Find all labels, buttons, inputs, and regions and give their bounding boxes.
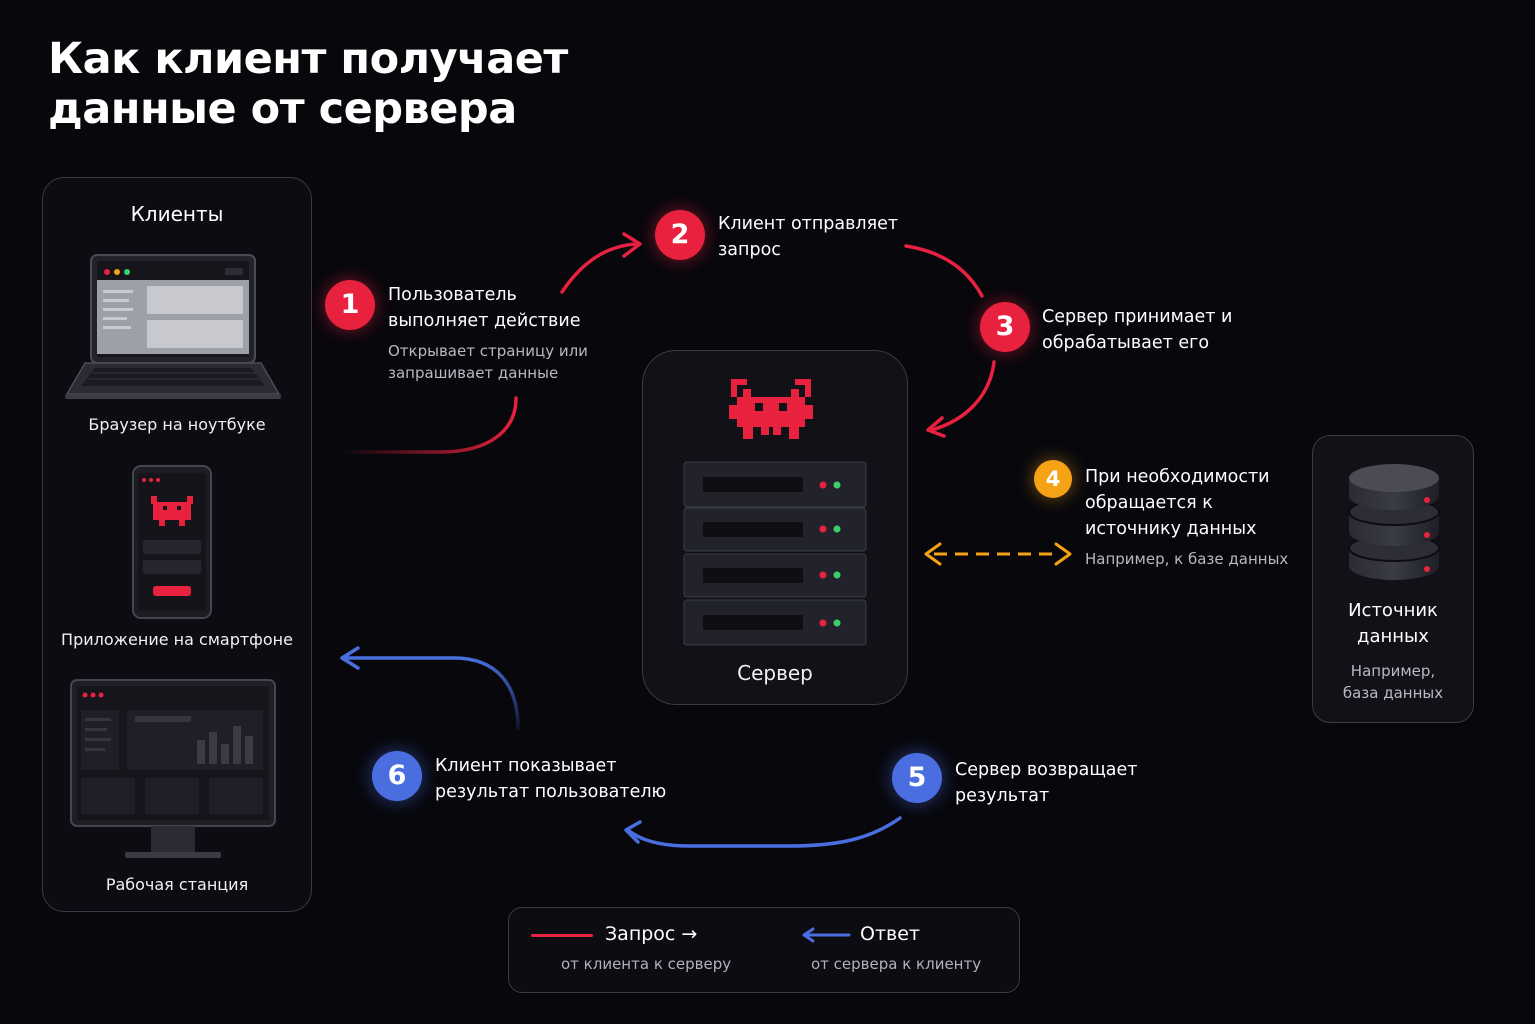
- arrow-left-icon: [802, 927, 851, 943]
- step-1-text: Пользователь выполняет действие: [388, 285, 581, 331]
- laptop-label: Браузер на ноутбуке: [88, 415, 266, 434]
- legend: Запрос → от клиента к серверу Ответ от с…: [508, 907, 1020, 993]
- request-arrow-client-out: [338, 396, 518, 454]
- step-5-text: Сервер возвращает результат: [955, 760, 1138, 806]
- step-4-text-block: При необходимости обращается к источнику…: [1085, 464, 1313, 570]
- legend-response-subtitle: от сервера к клиенту: [811, 955, 982, 973]
- data-source-note: Например, база данных: [1342, 662, 1444, 702]
- workstation-label: Рабочая станция: [105, 875, 249, 894]
- data-source-panel: Источник данных Например, база данных: [1312, 435, 1474, 723]
- step-3-text: Сервер принимает и обрабатывает его: [1042, 307, 1233, 353]
- legend-request-subtitle: от клиента к серверу: [561, 955, 732, 973]
- step-2-badge: 2: [655, 210, 705, 260]
- clients-panel: Клиенты Браузер на ноутбуке: [42, 177, 312, 912]
- server-rack-icon: [683, 461, 867, 646]
- response-arrow-to-step6: [626, 816, 902, 848]
- request-arrow-to-step3: [904, 244, 984, 298]
- step-1-badge: 1: [325, 280, 375, 330]
- page-title: Как клиент получает данные от сервера: [48, 34, 568, 134]
- step-4-badge: 4: [1034, 460, 1072, 498]
- laptop-icon: [65, 254, 281, 399]
- smartphone-icon: [132, 465, 212, 619]
- legend-response-title: Ответ: [860, 923, 920, 945]
- step-6-badge: 6: [372, 751, 422, 801]
- legend-request-title: Запрос →: [605, 923, 698, 945]
- step-4-note: Например, к базе данных: [1085, 550, 1289, 568]
- request-arrow-to-step2: [560, 242, 638, 294]
- data-source-title: Источник данных: [1348, 600, 1438, 647]
- database-icon: [1348, 464, 1440, 580]
- request-arrow-to-server: [930, 360, 996, 432]
- server-label: Сервер: [737, 661, 813, 685]
- step-5-badge: 5: [892, 753, 942, 803]
- monitor-icon: [70, 679, 276, 858]
- legend-request-line: [531, 934, 593, 937]
- mascot-crab-icon: [151, 496, 193, 526]
- response-arrow-to-client: [344, 656, 520, 730]
- step-3-badge: 3: [980, 302, 1030, 352]
- clients-panel-title: Клиенты: [130, 202, 224, 226]
- step-4-text: При необходимости обращается к источнику…: [1085, 467, 1270, 539]
- smartphone-label: Приложение на смартфоне: [61, 630, 293, 649]
- server-panel: Сервер: [642, 350, 908, 705]
- step-1-note: Открывает страницу или запрашивает данны…: [388, 342, 588, 382]
- mascot-crab-icon: [729, 379, 813, 439]
- step-6-text: Клиент показывает результат пользователю: [435, 756, 667, 802]
- step-1-text-block: Пользователь выполняет действие Открывае…: [388, 282, 618, 384]
- step-2-text: Клиент отправляет запрос: [718, 214, 899, 260]
